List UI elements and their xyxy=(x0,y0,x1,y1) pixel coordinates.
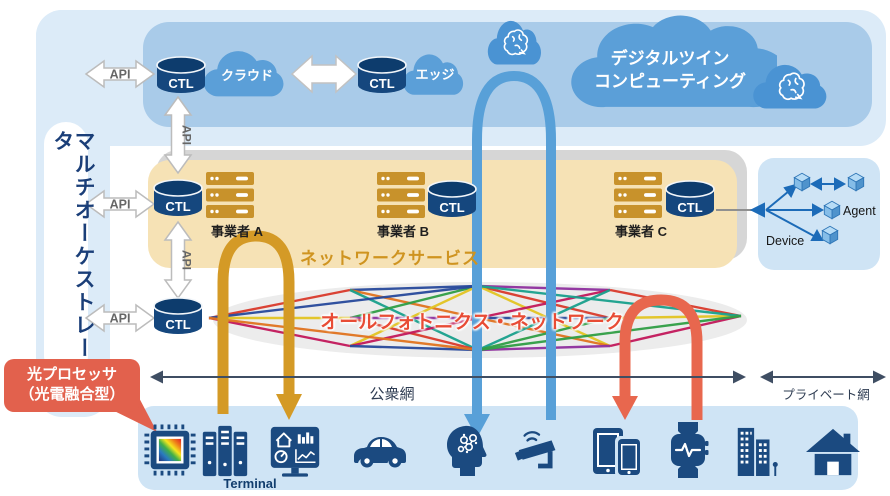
svg-text:API: API xyxy=(110,198,131,212)
optical-processor-chip-icon xyxy=(144,424,196,476)
photonics-network-label: オールフォトニクス・ネットワーク xyxy=(320,312,624,333)
ai-head-icon xyxy=(447,425,487,476)
car-icon xyxy=(354,437,406,468)
svg-text:CTL: CTL xyxy=(165,317,190,332)
surveillance-camera-icon xyxy=(514,431,556,469)
operator-c-label: 事業者 C xyxy=(614,224,667,239)
buildings-icon xyxy=(737,427,778,476)
server-rack-icon xyxy=(614,172,662,218)
device-cube xyxy=(821,225,839,245)
brain-cloud-left xyxy=(487,20,541,65)
orchestrator-label: マルチオーケストレータ xyxy=(51,130,95,360)
svg-text:CTL: CTL xyxy=(168,76,193,91)
digital-twin-cloud xyxy=(571,15,777,108)
public-left-arrowhead xyxy=(150,370,163,384)
server-towers-icon xyxy=(202,425,248,477)
mobile-devices-icon xyxy=(593,428,643,478)
private-network-label: プライベート網 xyxy=(782,388,870,402)
operator-b-label: 事業者 B xyxy=(376,224,429,239)
operator-a-label: 事業者 A xyxy=(210,224,263,239)
agent-cube xyxy=(847,172,865,192)
brain-icon xyxy=(503,29,529,56)
private-right-arrowhead xyxy=(873,370,886,384)
orchestrator-white-column xyxy=(44,122,88,378)
edge-cloud-shape xyxy=(403,54,464,95)
smartwatch-icon xyxy=(671,422,709,478)
brain-cloud-right xyxy=(753,64,827,109)
optical-processor-callout: 光プロセッサ （光電融合型） xyxy=(4,359,140,412)
digital-twin-line1: デジタルツイン xyxy=(610,49,730,68)
callout-line1: 光プロセッサ xyxy=(26,366,117,383)
agent-label: Agent xyxy=(843,204,876,218)
svg-text:CTL: CTL xyxy=(439,200,464,215)
cloud-label: クラウド xyxy=(220,68,273,83)
server-rack-icon xyxy=(206,172,254,218)
dashboard-monitor-icon xyxy=(270,426,320,477)
agent-cube xyxy=(793,172,811,192)
ctl-cylinder-cloud: CTL xyxy=(156,56,206,93)
cloud-shape xyxy=(203,51,284,97)
network-services-label: ネットワークサービス xyxy=(300,249,480,268)
ctl-cylinder-operator-b: CTL xyxy=(427,180,477,217)
agent-cube xyxy=(823,200,841,220)
server-rack-icon xyxy=(377,172,425,218)
callout-line2: （光電融合型） xyxy=(19,386,125,404)
ctl-cylinder-operator-a: CTL xyxy=(153,179,203,216)
ctl-cylinder-edge: CTL xyxy=(357,56,407,93)
public-network-label: 公衆網 xyxy=(369,386,415,403)
terminal-label: Terminal xyxy=(223,476,277,491)
ctl-cylinder-operator-c: CTL xyxy=(665,180,715,217)
svg-text:CTL: CTL xyxy=(165,199,190,214)
edge-cloud-label: エッジ xyxy=(415,67,455,82)
device-label: Device xyxy=(766,234,805,248)
private-left-arrowhead xyxy=(760,370,773,384)
brain-icon xyxy=(778,72,805,101)
digital-twin-line2: コンピューティング xyxy=(594,72,746,91)
home-icon xyxy=(806,428,860,476)
public-right-arrowhead xyxy=(733,370,746,384)
ctl-cylinder-photonics: CTL xyxy=(153,297,203,334)
svg-text:CTL: CTL xyxy=(677,200,702,215)
svg-text:CTL: CTL xyxy=(369,76,394,91)
svg-text:API: API xyxy=(110,312,131,326)
